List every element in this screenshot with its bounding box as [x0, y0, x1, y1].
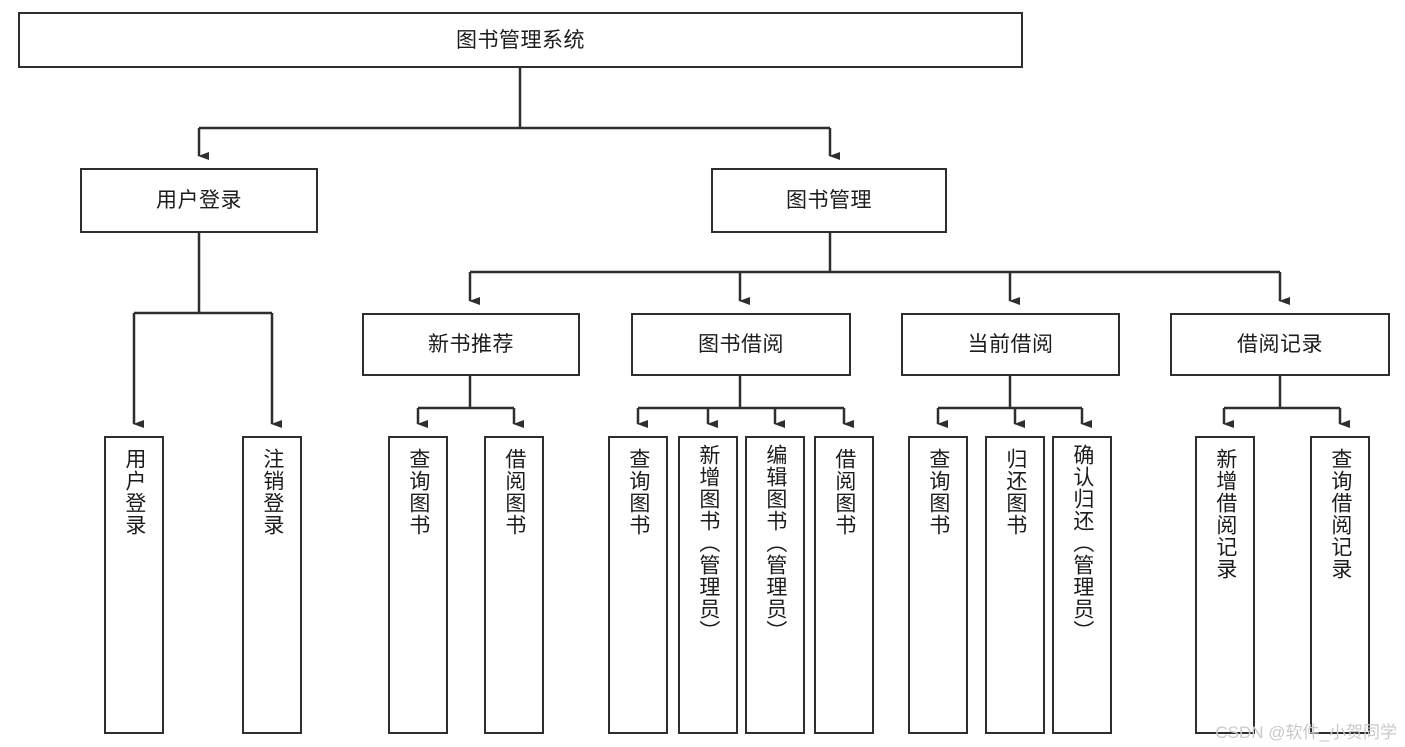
- leaf-newbook-query-book[interactable]: 查询图书: [388, 436, 448, 734]
- node-label: 用户登录: [122, 448, 146, 536]
- node-label: 图书借阅: [698, 333, 784, 356]
- leaf-bookborrow-borrow-book[interactable]: 借阅图书: [814, 436, 874, 734]
- node-borrow-record[interactable]: 借阅记录: [1170, 313, 1390, 376]
- node-label: 查询图书: [406, 448, 430, 536]
- leaf-currentborrow-query-book[interactable]: 查询图书: [908, 436, 968, 734]
- node-label: 图书管理系统: [456, 28, 585, 52]
- leaf-borrowrecord-query-record[interactable]: 查询借阅记录: [1310, 436, 1370, 734]
- leaf-bookborrow-edit-book[interactable]: 编辑图书（管理员）: [745, 436, 805, 734]
- leaf-user-login-login[interactable]: 用户登录: [104, 436, 164, 734]
- node-label: 查询图书: [626, 448, 650, 536]
- node-label: 借阅图书: [832, 448, 856, 536]
- node-label: 借阅记录: [1237, 333, 1323, 356]
- leaf-borrowrecord-add-record[interactable]: 新增借阅记录: [1195, 436, 1255, 734]
- leaf-bookborrow-query-book[interactable]: 查询图书: [608, 436, 668, 734]
- node-label: 编辑图书（管理员）: [763, 444, 787, 642]
- node-label: 借阅图书: [502, 448, 526, 536]
- node-label: 新增借阅记录: [1213, 448, 1237, 580]
- leaf-newbook-borrow-book[interactable]: 借阅图书: [484, 436, 544, 734]
- node-label: 用户登录: [156, 189, 242, 212]
- leaf-bookborrow-add-book[interactable]: 新增图书（管理员）: [678, 436, 738, 734]
- node-root-system[interactable]: 图书管理系统: [18, 12, 1023, 68]
- node-label: 图书管理: [786, 189, 872, 212]
- node-new-book-recommend[interactable]: 新书推荐: [362, 313, 580, 376]
- leaf-user-login-logout[interactable]: 注销登录: [242, 436, 302, 734]
- leaf-currentborrow-confirm-return[interactable]: 确认归还（管理员）: [1052, 436, 1112, 734]
- node-user-login[interactable]: 用户登录: [80, 168, 318, 233]
- node-book-borrow[interactable]: 图书借阅: [631, 313, 851, 376]
- node-label: 注销登录: [260, 448, 284, 536]
- node-label: 查询借阅记录: [1328, 448, 1352, 580]
- node-book-management[interactable]: 图书管理: [711, 168, 947, 233]
- node-current-borrow[interactable]: 当前借阅: [901, 313, 1120, 376]
- node-label: 新书推荐: [428, 333, 514, 356]
- node-label: 当前借阅: [967, 333, 1054, 356]
- connector-lines: [132, 68, 1350, 428]
- node-label: 归还图书: [1003, 448, 1027, 536]
- node-label: 确认归还（管理员）: [1070, 444, 1094, 642]
- node-label: 查询图书: [926, 448, 950, 536]
- node-label: 新增图书（管理员）: [696, 444, 720, 642]
- leaf-currentborrow-return-book[interactable]: 归还图书: [985, 436, 1045, 734]
